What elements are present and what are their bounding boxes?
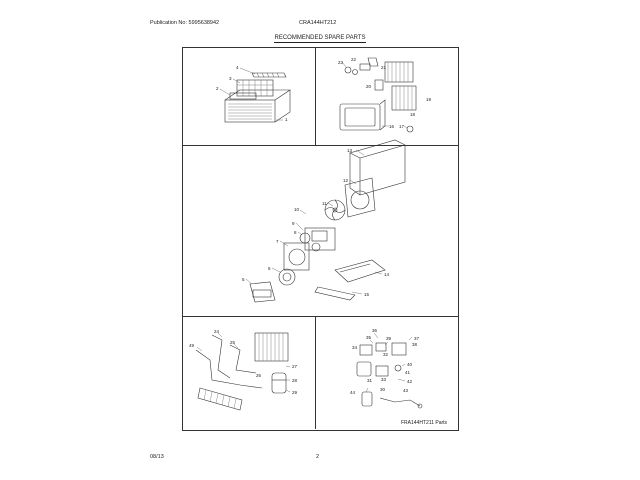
part-labels-top-left: 4 3 2 1 bbox=[216, 65, 288, 122]
part-label: 8 bbox=[294, 230, 297, 235]
drain-plug bbox=[406, 125, 414, 133]
page-number: 2 bbox=[316, 454, 320, 460]
part-label: 42 bbox=[407, 379, 413, 384]
part-label: 3 bbox=[229, 76, 232, 81]
part-label: 27 bbox=[292, 364, 298, 369]
part-label: 34 bbox=[352, 345, 358, 350]
part-label: 2 bbox=[216, 86, 219, 91]
publication-number: Publication No: 5995638942 bbox=[150, 20, 220, 26]
front-air-duct bbox=[249, 281, 276, 303]
part-label: 15 bbox=[364, 292, 370, 297]
filter-grid bbox=[236, 79, 274, 97]
panel-divider-vertical-bottom bbox=[315, 316, 316, 429]
part-label: 33 bbox=[381, 377, 387, 382]
part-label: 44 bbox=[350, 390, 356, 395]
part-label: 6 bbox=[268, 266, 271, 271]
part-label: 29 bbox=[292, 390, 298, 395]
part-label: 43 bbox=[403, 388, 409, 393]
part-label: 28 bbox=[292, 378, 298, 383]
part-labels-bottom-right: 36 35 37 38 39 34 32 40 41 33 31 42 30 4… bbox=[350, 328, 420, 395]
part-label: 24 bbox=[214, 329, 220, 334]
part-label: 12 bbox=[343, 178, 349, 183]
part-label: 20 bbox=[366, 84, 372, 89]
panel-divider-top bbox=[182, 145, 458, 146]
part-label: 18 bbox=[410, 112, 416, 117]
motor-bracket bbox=[304, 227, 336, 251]
part-label: 22 bbox=[351, 57, 357, 62]
footer-date: 08/13 bbox=[150, 454, 164, 460]
panel-divider-bottom bbox=[182, 316, 458, 317]
cabinet-box bbox=[349, 139, 406, 196]
part-label: 19 bbox=[426, 97, 432, 102]
page-title: RECOMMENDED SPARE PARTS bbox=[274, 35, 366, 43]
part-labels-middle: 13 12 11 10 9 8 7 6 5 14 15 bbox=[242, 148, 390, 297]
part-label: 17 bbox=[399, 124, 405, 129]
blower-wheel bbox=[278, 268, 296, 286]
part-label: 21 bbox=[381, 65, 387, 70]
part-label: 30 bbox=[380, 387, 386, 392]
tubing bbox=[195, 334, 263, 389]
condenser-coil bbox=[254, 332, 289, 362]
front-panel-assembly bbox=[224, 89, 291, 123]
window-frame bbox=[339, 99, 386, 131]
evaporator-coil bbox=[197, 387, 243, 411]
part-label: 35 bbox=[366, 335, 372, 340]
part-label: 23 bbox=[338, 60, 344, 65]
part-labels-top-right: 22 23 21 20 19 18 16 17 bbox=[338, 57, 432, 129]
top-louver bbox=[251, 72, 287, 78]
base-pan bbox=[334, 259, 386, 283]
part-labels-bottom-left: 24 25 49 26 27 28 29 bbox=[189, 329, 298, 395]
part-label: 7 bbox=[276, 239, 279, 244]
part-label: 16 bbox=[389, 124, 395, 129]
part-label: 14 bbox=[384, 272, 390, 277]
part-label: 32 bbox=[383, 352, 389, 357]
panel-caption: FRA144HT211 Parts bbox=[401, 420, 448, 426]
capacitor bbox=[311, 242, 321, 252]
electrical-components bbox=[356, 342, 423, 409]
part-label: 11 bbox=[322, 201, 327, 206]
part-label: 37 bbox=[414, 336, 420, 341]
part-label: 4 bbox=[236, 65, 239, 70]
model-number: CRA144HT212 bbox=[299, 20, 337, 26]
control-knobs bbox=[344, 57, 379, 75]
part-label: 40 bbox=[407, 362, 413, 367]
side-panel bbox=[391, 85, 417, 111]
part-label: 1 bbox=[285, 117, 288, 122]
part-label: 5 bbox=[242, 277, 245, 282]
part-label: 10 bbox=[294, 207, 300, 212]
drain-pan bbox=[314, 286, 356, 301]
panel-divider-vertical-top bbox=[315, 47, 316, 145]
side-curtain bbox=[384, 61, 414, 83]
part-label: 36 bbox=[372, 328, 378, 333]
part-label: 49 bbox=[189, 343, 195, 348]
control-board bbox=[374, 79, 384, 91]
part-label: 31 bbox=[367, 378, 373, 383]
part-label: 39 bbox=[386, 336, 392, 341]
part-label: 38 bbox=[412, 342, 418, 347]
shroud bbox=[344, 177, 376, 218]
parts-diagram-frame bbox=[182, 47, 459, 431]
compressor bbox=[271, 372, 287, 394]
part-label: 13 bbox=[347, 148, 353, 153]
part-label: 9 bbox=[292, 221, 295, 226]
scroll-housing bbox=[283, 242, 310, 271]
part-label: 41 bbox=[405, 370, 411, 375]
fan-blade bbox=[324, 199, 346, 221]
part-label: 26 bbox=[256, 373, 262, 378]
part-label: 25 bbox=[230, 340, 236, 345]
